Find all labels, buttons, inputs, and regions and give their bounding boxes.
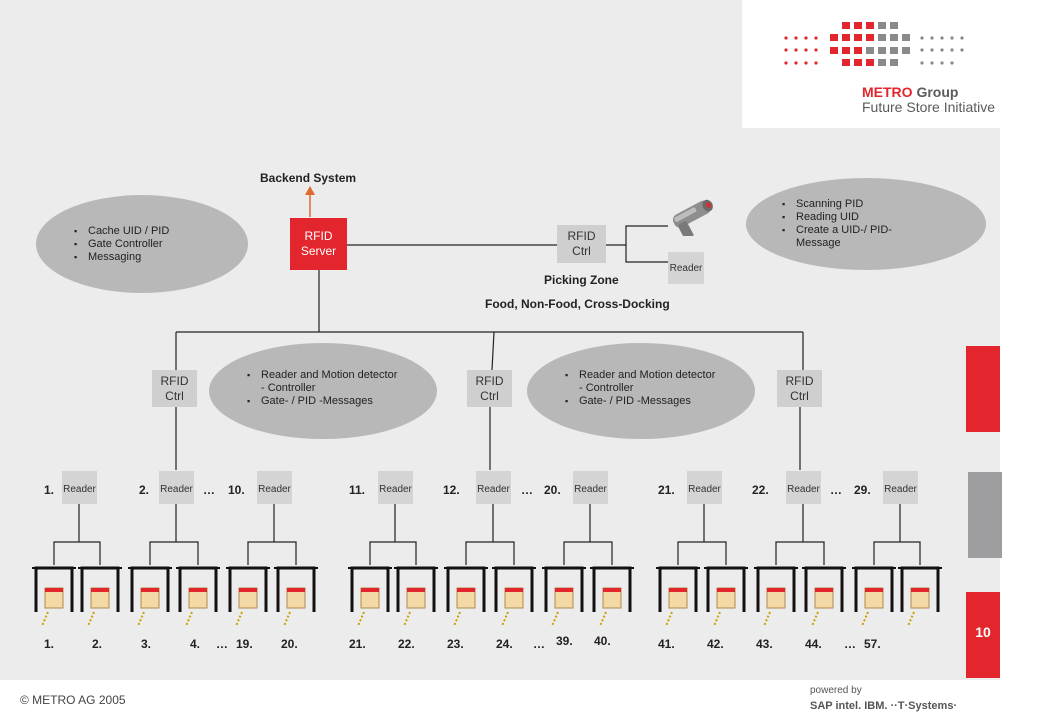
rfid-gate-icon — [542, 566, 586, 627]
zone-reader[interactable]: Reader — [378, 471, 413, 504]
side-tab-page[interactable] — [966, 592, 1000, 678]
zone-reader[interactable]: Reader — [476, 471, 511, 504]
ellipsis-reader-2: … — [521, 483, 533, 497]
page-number: 10 — [975, 624, 991, 640]
reader-number: 10. — [228, 483, 245, 497]
goods-category-label: Food, Non-Food, Cross-Docking — [485, 297, 670, 311]
zone-reader[interactable]: Reader — [62, 471, 97, 504]
rfid-gate-icon — [492, 566, 536, 627]
gate-number: 22. — [398, 637, 415, 651]
gate-number: 4. — [190, 637, 201, 651]
ellipsis-gate-3: … — [844, 637, 856, 651]
zone-reader[interactable]: Reader — [257, 471, 292, 504]
metro-dots-logo — [784, 22, 964, 66]
gate-number: 20. — [281, 637, 298, 651]
reader-number: 11. — [349, 483, 366, 497]
reader-number: 29. — [854, 483, 871, 497]
zone-reader[interactable]: Reader — [786, 471, 821, 504]
reader-number: 21. — [658, 483, 675, 497]
ellipse-bullet: Reader and Motion detector- Controller — [565, 369, 715, 395]
backend-system-label: Backend System — [260, 171, 357, 185]
logo-area: METRO Group Future Store Initiative — [742, 0, 1000, 128]
ellipsis-reader-1: … — [203, 483, 215, 497]
zone-reader[interactable]: Reader — [159, 471, 194, 504]
zone-reader[interactable]: Reader — [883, 471, 918, 504]
picking-reader[interactable]: Reader — [668, 252, 704, 284]
ellipsis-gate-2: … — [533, 637, 545, 651]
gate-number: 39. — [556, 634, 573, 648]
rfid-gate-icon — [656, 566, 700, 627]
gate-number: 2. — [92, 637, 103, 651]
ellipse-bullet: Create a UID-/ PID-Message — [782, 224, 892, 250]
rfid-gate-icon — [226, 566, 270, 627]
rfid-gate-icon — [176, 566, 220, 627]
gate-number: 41. — [658, 637, 675, 651]
rfid-gate-icon — [32, 566, 76, 627]
zone-reader[interactable]: Reader — [687, 471, 722, 504]
gate-number: 3. — [141, 637, 152, 651]
rfid-gate-icon — [274, 566, 318, 627]
gate-number: 23. — [447, 637, 464, 651]
zone-reader[interactable]: Reader — [573, 471, 608, 504]
future-store-initiative: Future Store Initiative — [862, 99, 996, 115]
metro-group-wordmark: METRO Group — [862, 84, 959, 100]
gate-number: 57. — [864, 637, 881, 651]
gate-number: 19. — [236, 637, 253, 651]
ellipsis-reader-3: … — [830, 483, 842, 497]
reader-number: 22. — [752, 483, 769, 497]
powered-by-label: powered by — [810, 685, 862, 696]
rfid-gate-icon — [444, 566, 488, 627]
reader-number: 1. — [44, 483, 55, 497]
copyright-footer: © METRO AG 2005 — [20, 693, 126, 707]
gate-number: 42. — [707, 637, 724, 651]
scanning-ellipse: Scanning PIDReading UIDCreate a UID-/ PI… — [746, 178, 986, 270]
ellipse-bullet: Gate- / PID -Messages — [565, 395, 715, 408]
sponsor-logos: SAP intel. IBM. ··T·Systems· — [810, 700, 958, 712]
ellipsis-gate-1: … — [216, 637, 228, 651]
reader-number: 12. — [443, 483, 460, 497]
motion-detector-ellipse-2: Reader and Motion detector- ControllerGa… — [527, 343, 755, 439]
gate-number: 21. — [349, 637, 366, 651]
gate-number: 1. — [44, 637, 55, 651]
rfid-gate-icon — [704, 566, 748, 627]
rfid-gate-icon — [898, 566, 942, 627]
rfid-gate-icon — [802, 566, 846, 627]
ellipse-bullet: Reader and Motion detector- Controller — [247, 369, 397, 395]
gate-number: 24. — [496, 637, 513, 651]
picking-zone-label: Picking Zone — [544, 273, 619, 287]
ellipse-bullet: Gate- / PID -Messages — [247, 395, 397, 408]
rfid-gate-icon — [78, 566, 122, 627]
gate-number: 44. — [805, 637, 822, 651]
ellipse-bullet: Cache UID / PID — [74, 225, 169, 238]
handheld-scanner-icon — [672, 199, 713, 236]
rfid-gate-icon — [852, 566, 896, 627]
side-tab-grey[interactable] — [968, 472, 1002, 558]
rfid-gate-icon — [348, 566, 392, 627]
reader-number: 2. — [139, 483, 150, 497]
ellipse-bullet: Messaging — [74, 251, 169, 264]
gate-number: 43. — [756, 637, 773, 651]
rfid-gate-icon — [394, 566, 438, 627]
connection-lines — [32, 186, 942, 627]
gate-number: 40. — [594, 634, 611, 648]
reader-number: 20. — [544, 483, 561, 497]
ellipse-bullet: Gate Controller — [74, 238, 169, 251]
ellipse-bullet: Reading UID — [782, 211, 892, 224]
ellipse-bullet: Scanning PID — [782, 198, 892, 211]
motion-detector-ellipse-1: Reader and Motion detector- ControllerGa… — [209, 343, 437, 439]
side-tab-red[interactable] — [966, 346, 1000, 432]
rfid-gate-icon — [128, 566, 172, 627]
rfid-gate-icon — [590, 566, 634, 627]
cache-ellipse: Cache UID / PIDGate ControllerMessaging — [36, 195, 248, 293]
rfid-gate-icon — [754, 566, 798, 627]
